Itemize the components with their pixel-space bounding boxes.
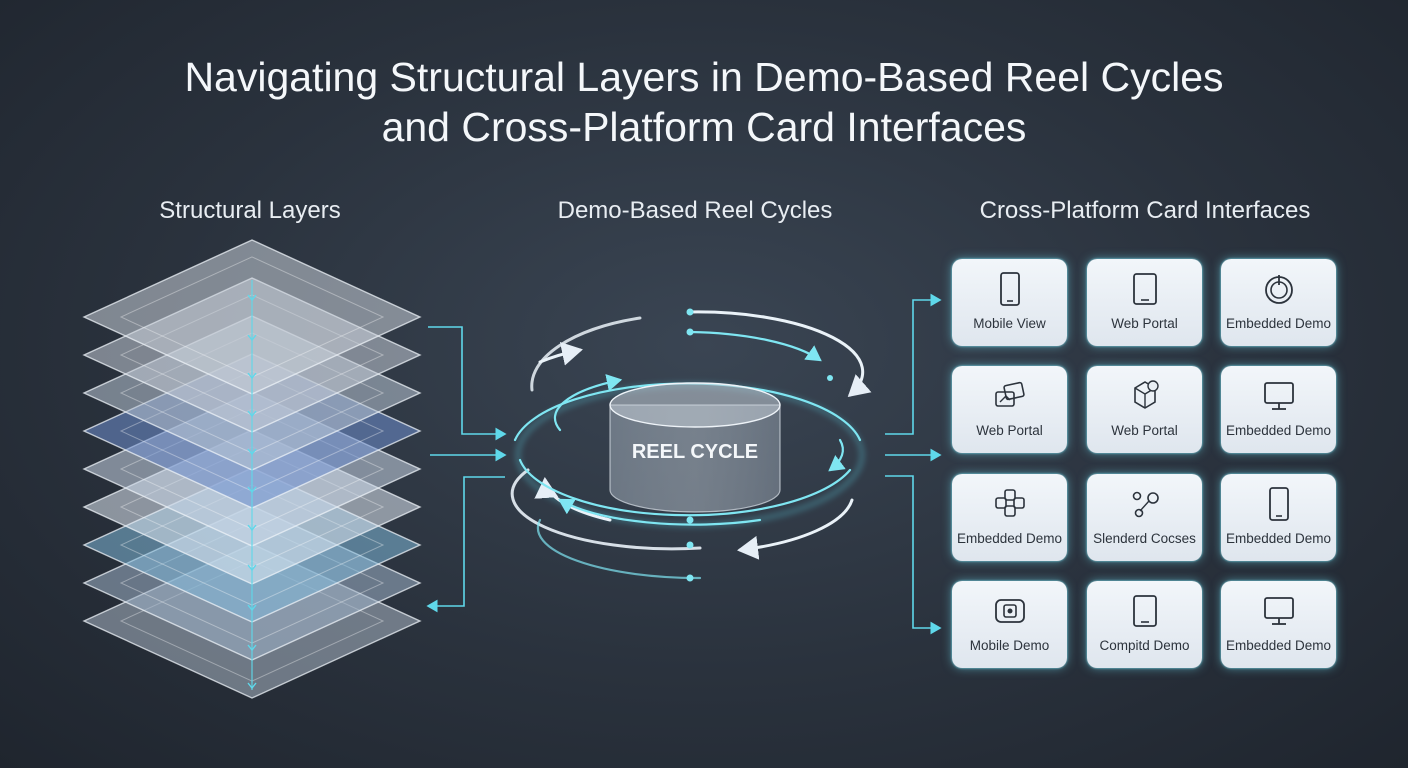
interface-card[interactable]: Slenderd Cocses [1087, 474, 1202, 561]
interface-card-label: Slenderd Cocses [1093, 531, 1196, 546]
interface-card[interactable]: Web Portal [952, 366, 1067, 453]
interface-card-label: Web Portal [976, 423, 1043, 438]
interface-card[interactable]: Embedded Demo [1221, 474, 1336, 561]
interface-card[interactable]: Web Portal [1087, 366, 1202, 453]
interface-card-label: Compitd Demo [1099, 638, 1190, 653]
interface-card-label: Embedded Demo [956, 531, 1063, 546]
interface-card[interactable]: Embedded Demo [1221, 259, 1336, 346]
reel-cycles-heading: Demo-Based Reel Cycles [557, 197, 833, 224]
structural-layer-stack [82, 239, 422, 699]
reel-cycle-diagram: REEL CYCLE [510, 308, 872, 582]
tablet-icon [1087, 271, 1202, 307]
structural-layers-heading: Structural Layers [159, 197, 341, 224]
interface-card[interactable]: Embedded Demo [1221, 581, 1336, 668]
interface-card-label: Mobile Demo [969, 638, 1050, 653]
monitor-icon [1221, 593, 1336, 629]
interface-card[interactable]: Embedded Demo [952, 474, 1067, 561]
tablet-icon [1087, 593, 1202, 629]
layer-flow-arrow [247, 372, 257, 380]
cube-badge-icon [1087, 378, 1202, 414]
layer-flow-arrow [247, 486, 257, 494]
card-connectors [885, 293, 942, 635]
interface-card-label: Mobile View [973, 316, 1046, 331]
monitor-icon [1221, 378, 1336, 414]
layer-flow-arrow [247, 682, 257, 690]
smartphone-icon [1221, 486, 1336, 522]
interface-card-label: Embedded Demo [1225, 316, 1332, 331]
layer-flow-arrow [247, 644, 257, 652]
layer-flow-arrow [247, 294, 257, 302]
layered-screens-icon [952, 378, 1067, 414]
layer-connectors [426, 326, 507, 613]
layer-flow-arrow [247, 410, 257, 418]
interface-card-label: Web Portal [1111, 316, 1178, 331]
layer-flow-arrow [247, 604, 257, 612]
layer-flow-arrow [247, 334, 257, 342]
modules-icon [952, 486, 1067, 522]
interface-card[interactable]: Compitd Demo [1087, 581, 1202, 668]
interface-card-label: Embedded Demo [1225, 638, 1332, 653]
power-icon [1221, 271, 1336, 307]
layer-flow-arrow [247, 564, 257, 572]
interface-card[interactable]: Mobile View [952, 259, 1067, 346]
interface-card[interactable]: Web Portal [1087, 259, 1202, 346]
layer-flow-arrow [247, 448, 257, 456]
nodes-icon [1087, 486, 1202, 522]
interface-card-label: Embedded Demo [1225, 423, 1332, 438]
card-interfaces-heading: Cross-Platform Card Interfaces [979, 197, 1311, 224]
layer-flow-arrow [247, 524, 257, 532]
interface-card[interactable]: Mobile Demo [952, 581, 1067, 668]
interface-card-label: Embedded Demo [1225, 531, 1332, 546]
page-title: Navigating Structural Layers in Demo-Bas… [0, 52, 1408, 152]
title-line-2: and Cross-Platform Card Interfaces [381, 104, 1027, 150]
device-frame-icon [952, 593, 1067, 629]
title-line-1: Navigating Structural Layers in Demo-Bas… [184, 54, 1224, 100]
smartphone-icon [952, 271, 1067, 307]
interface-card-label: Web Portal [1111, 423, 1178, 438]
reel-cycle-label: REEL CYCLE [632, 441, 758, 463]
interface-card[interactable]: Embedded Demo [1221, 366, 1336, 453]
